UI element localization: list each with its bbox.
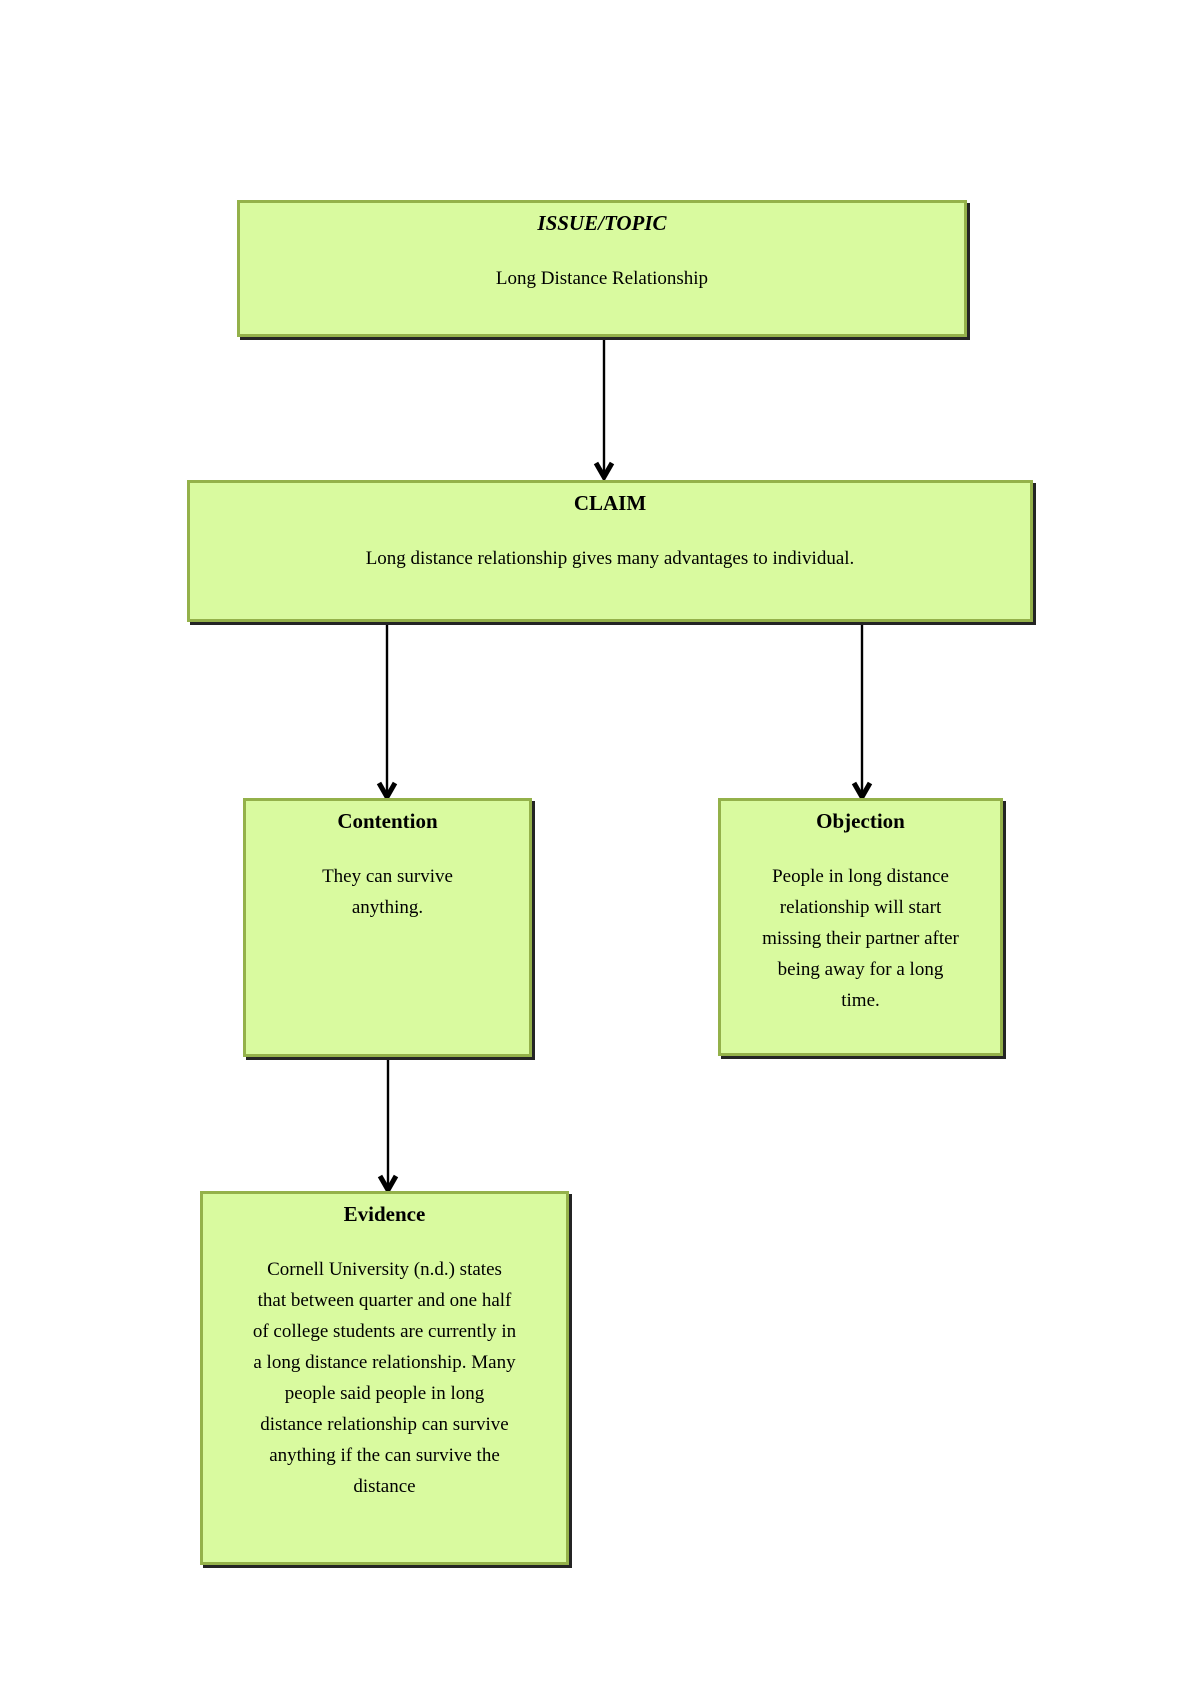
evidence-body: Cornell University (n.d.) states that be… [252,1259,517,1497]
arrow-contention-to-evidence [377,1060,399,1196]
issue-topic-box: ISSUE/TOPIC Long Distance Relationship [237,200,967,337]
contention-box: Contention They can survive anything. [243,798,532,1057]
evidence-title: Evidence [343,1202,426,1226]
arrow-issue-to-claim [593,340,615,483]
objection-body: People in long distance relationship wil… [762,866,959,1011]
evidence-box: Evidence Cornell University (n.d.) state… [200,1191,569,1565]
contention-title: Contention [337,809,438,833]
arrow-head-icon [593,461,615,483]
arrow-head-icon [851,781,873,803]
issue-topic-body: Long Distance Relationship [495,268,709,289]
arrow-head-icon [377,1174,399,1196]
arrow-claim-to-objection [851,624,873,803]
objection-box: Objection People in long distance relati… [718,798,1003,1056]
contention-body: They can survive anything. [322,866,453,918]
claim-body: Long distance relationship gives many ad… [365,548,855,569]
claim-title: CLAIM [573,491,647,515]
issue-topic-title: ISSUE/TOPIC [537,211,667,235]
objection-title: Objection [816,809,905,833]
arrow-head-icon [376,781,398,803]
arrow-claim-to-contention [376,624,398,803]
claim-box: CLAIM Long distance relationship gives m… [187,480,1033,622]
